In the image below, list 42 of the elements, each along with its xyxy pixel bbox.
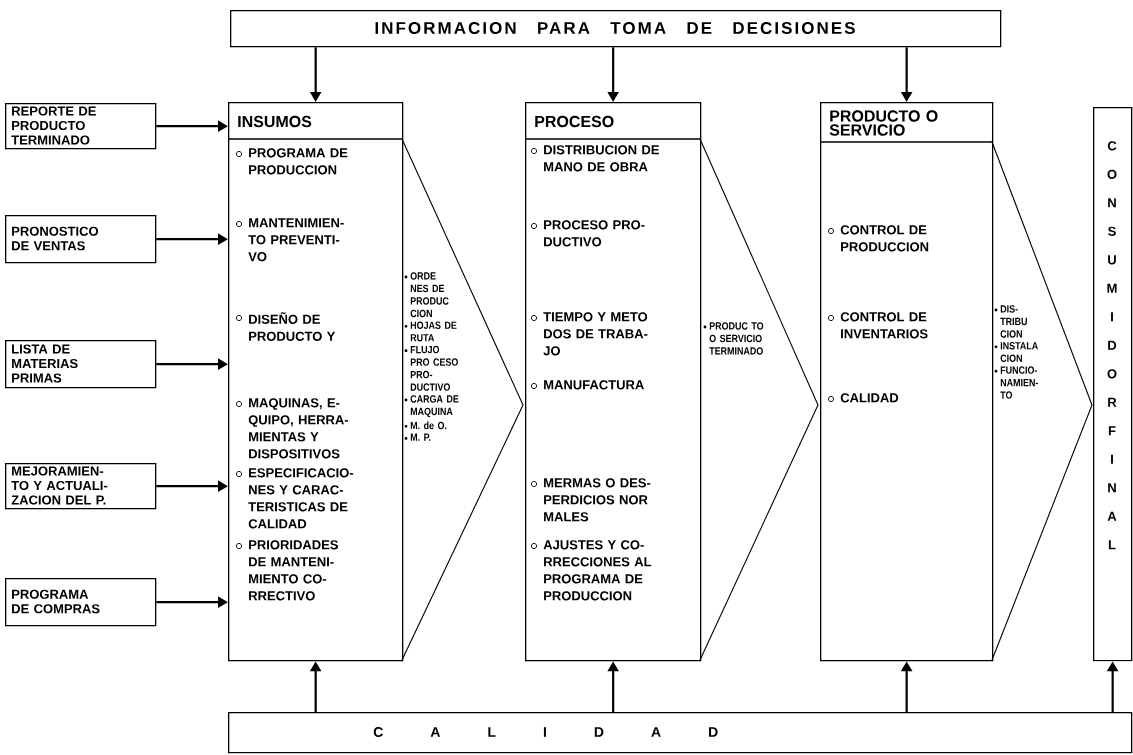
input-box: MEJORAMIEN- TO Y ACTUALI- ZACION DEL P.	[5, 463, 157, 510]
banner-box: C A L I D A D	[228, 712, 1133, 754]
input-box: PRONOSTICO DE VENTAS	[5, 215, 157, 264]
list-item: PRIORIDADES DE MANTENI- MIENTO CO- RRECTIVO	[249, 540, 338, 601]
banner-box: INFORMACION PARA TOMA DE DECISIONES	[230, 10, 1002, 48]
column-box	[819, 102, 994, 662]
list-item: MAQUINAS, E- QUIPO, HERRA- MIENTAS Y DISPOSITIVOS	[248, 398, 349, 459]
list-item: HOJAS DE RUTA	[410, 321, 457, 342]
column-box	[227, 102, 404, 662]
input-box: REPORTE DE PRODUCTO TERMINADO	[5, 103, 157, 150]
input-box: LISTA DE MATERIAS PRIMAS	[5, 340, 157, 389]
list-item: ORDE NES DE PRODUC CION	[410, 272, 449, 318]
chevron-shape	[991, 141, 1093, 661]
input-box: PROGRAMA DE COMPRAS	[5, 578, 157, 627]
column-box: CONSUMIDOR FINAL	[1093, 107, 1133, 662]
list-item: DISTRIBUCION DE MANO DE OBRA	[544, 145, 659, 172]
chevron-shape	[401, 138, 524, 661]
list-item: M. P.	[410, 433, 431, 441]
column-heading: PROCESO	[535, 115, 614, 128]
list-item: MANUFACTURA	[544, 380, 644, 390]
list-item: CONTROL DE INVENTARIOS	[840, 312, 928, 339]
list-item: CALIDAD	[840, 393, 899, 403]
list-item: MERMAS O DES- PERDICIOS NOR MALES	[544, 478, 651, 522]
list-item: DISEÑO DE PRODUCTO Y	[249, 312, 336, 341]
list-item: CARGA DE MAQUINA	[410, 395, 459, 418]
list-item: PROCESO PRO- DUCTIVO	[544, 220, 645, 247]
list-item: CONTROL DE PRODUCCION	[840, 225, 929, 252]
list-item: FUNCIO- NAMIEN- TO	[1000, 366, 1038, 399]
list-item: FLUJO PRO CESO PRO- DUCTIVO	[410, 345, 458, 391]
column-heading: PRODUCTO O SERVICIO	[829, 110, 938, 136]
list-item: TIEMPO Y METO DOS DE TRABA- JO	[543, 312, 648, 356]
list-item: MANTENIMIEN- TO PREVENTI- VO	[248, 218, 344, 262]
list-item: PRODUC TO O SERVICIO TERMINADO	[709, 322, 764, 355]
list-item: DIS- TRIBU CION	[1000, 305, 1027, 338]
list-item: M. de O.	[410, 421, 447, 430]
column-box	[524, 102, 702, 662]
list-item: AJUSTES Y CO- RRECCIONES AL PROGRAMA DE PRODUCCION	[543, 540, 652, 601]
list-item: INSTALA CION	[1000, 342, 1038, 362]
list-item: PROGRAMA DE PRODUCCION	[249, 148, 348, 175]
column-heading: INSUMOS	[238, 115, 312, 128]
chevron-shape	[699, 138, 819, 661]
list-item: ESPECIFICACIO- NES Y CARAC- TERISTICAS DE CALIDAD	[248, 468, 354, 529]
